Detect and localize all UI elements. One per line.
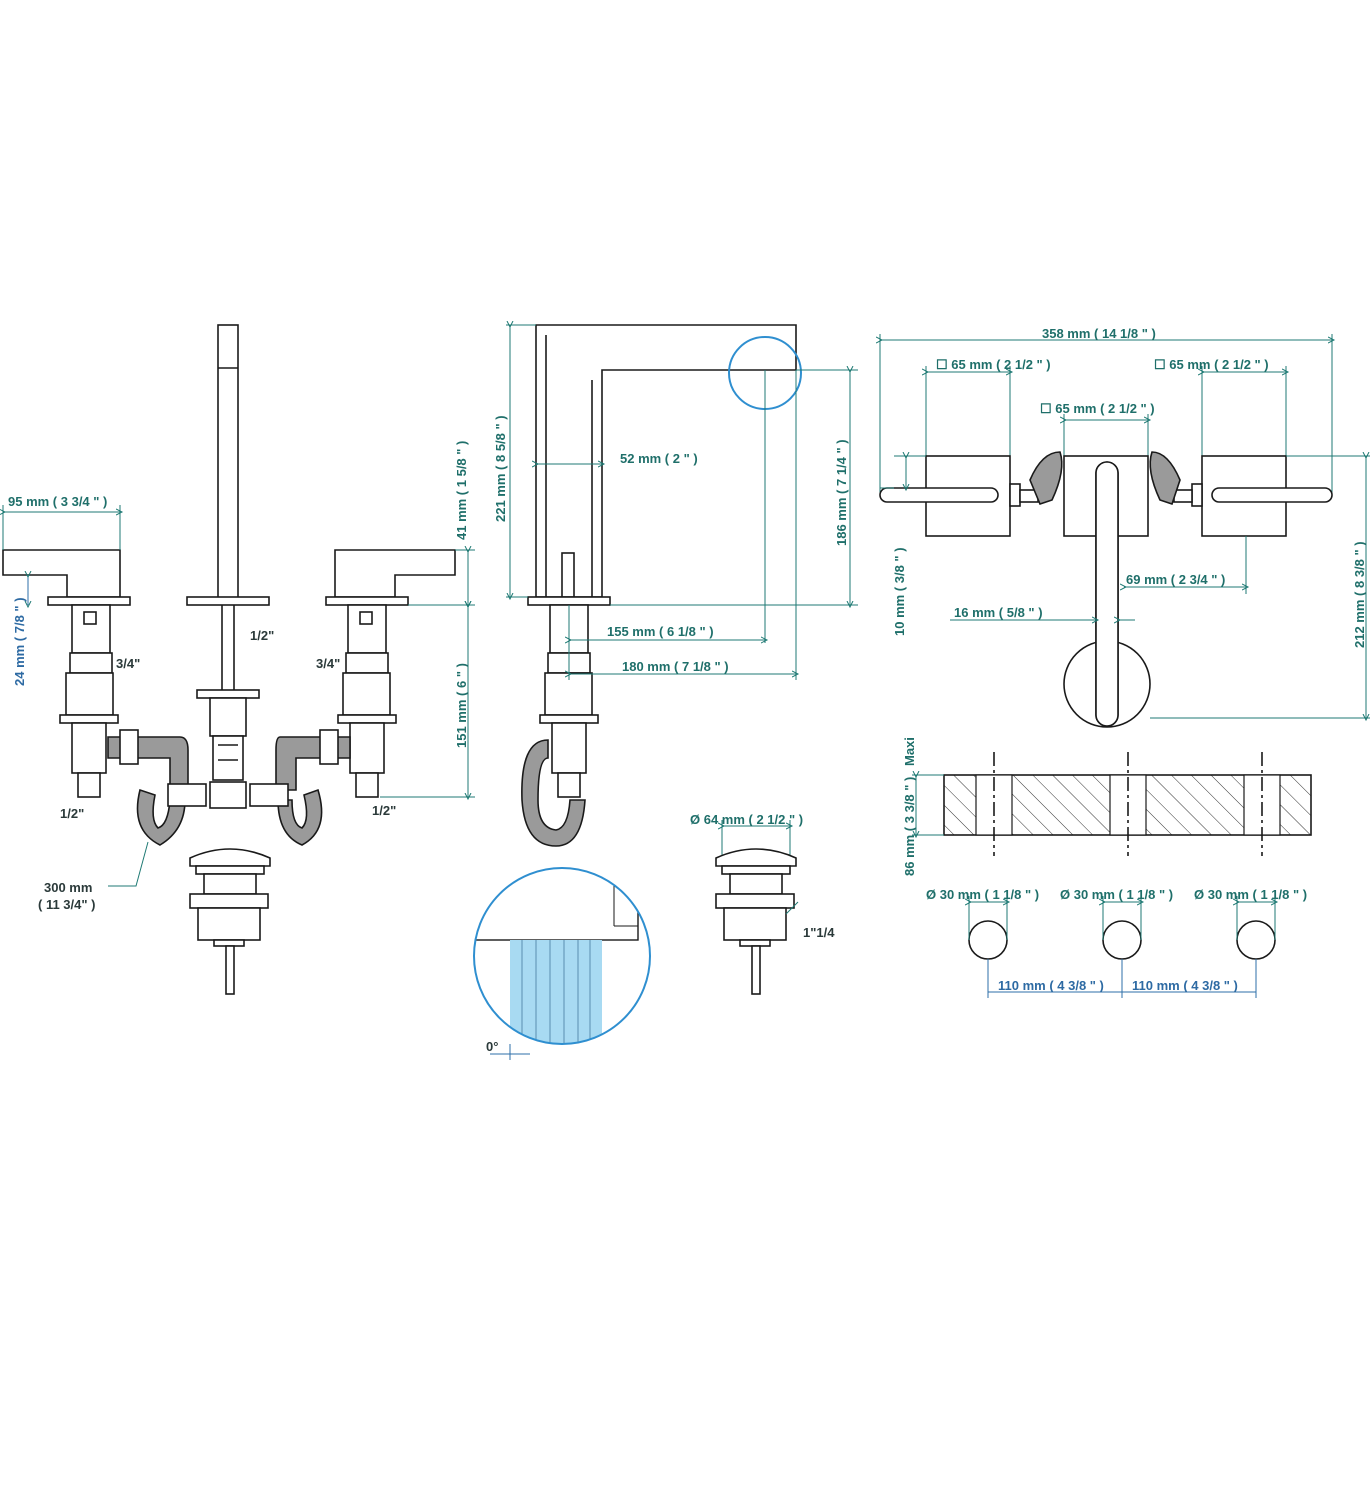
front-drain-cap xyxy=(189,848,271,867)
top-right-lever xyxy=(1211,487,1333,503)
deck-section: 86 mm ( 3 3/8 " ) Maxi xyxy=(902,737,1312,876)
drain-diameter-label: Ø 64 mm ( 2 1/2 " ) xyxy=(690,812,803,827)
side-view: 221 mm ( 8 5/8 " ) 52 mm ( 2 " ) 186 mm … xyxy=(473,325,858,1060)
deck-thickness-label: 86 mm ( 3 3/8 " ) xyxy=(902,777,917,876)
hole-right xyxy=(1236,920,1276,960)
top-total-width-label: 358 mm ( 14 1/8 " ) xyxy=(1042,326,1156,341)
top-square-right-label: ☐ 65 mm ( 2 1/2 " ) xyxy=(1154,357,1269,372)
drain-thread-label: 1"1/4 xyxy=(803,925,835,940)
front-spout-base xyxy=(186,596,270,606)
side-reach-180-label: 180 mm ( 7 1/8 " ) xyxy=(622,659,729,674)
front-conn-left-bottom-label: 1/2" xyxy=(60,806,84,821)
side-reach-155-label: 155 mm ( 6 1/8 " ) xyxy=(607,624,714,639)
deck-max-label: Maxi xyxy=(902,737,917,766)
hole-layout: Ø 30 mm ( 1 1/8 " ) Ø 30 mm ( 1 1/8 " ) … xyxy=(926,887,1307,998)
front-conn-right-bottom-label: 1/2" xyxy=(372,803,396,818)
angle-detail: 0° xyxy=(473,867,651,1060)
top-hose-right xyxy=(1149,451,1181,506)
hole-left xyxy=(968,920,1008,960)
top-view: 358 mm ( 14 1/8 " ) ☐ 65 mm ( 2 1/2 " ) … xyxy=(879,326,1370,728)
front-width-label: 95 mm ( 3 3/4 " ) xyxy=(8,494,107,509)
top-square-center-label: ☐ 65 mm ( 2 1/2 " ) xyxy=(1040,401,1155,416)
upper-height-label: 41 mm ( 1 5/8 " ) xyxy=(454,441,469,540)
top-height-10-label: 10 mm ( 3/8 " ) xyxy=(892,547,907,636)
lower-height-label: 151 mm ( 6 " ) xyxy=(454,663,469,748)
side-spout-height-label: 186 mm ( 7 1/4 " ) xyxy=(834,439,849,546)
top-depth-212-label: 212 mm ( 8 3/8 " ) xyxy=(1352,541,1367,648)
front-hose-length-in-label: ( 11 3/4" ) xyxy=(38,897,95,912)
hole-right-label: Ø 30 mm ( 1 1/8 " ) xyxy=(1194,887,1307,902)
front-right-handle xyxy=(334,549,456,598)
hole-center-label: Ø 30 mm ( 1 1/8 " ) xyxy=(1060,887,1173,902)
side-hose xyxy=(521,739,586,847)
front-view: 95 mm ( 3 3/4 " ) 24 mm ( 7/8 " ) 3/4" 3… xyxy=(2,324,475,995)
spacing-right-label: 110 mm ( 4 3/8 " ) xyxy=(1132,978,1238,993)
front-conn-center-label: 1/2" xyxy=(250,628,274,643)
hole-left-label: Ø 30 mm ( 1 1/8 " ) xyxy=(926,887,1039,902)
front-conn-right-top-label: 3/4" xyxy=(316,656,340,671)
top-offset-16-label: 16 mm ( 5/8 " ) xyxy=(954,605,1043,620)
front-handle-height-label: 24 mm ( 7/8 " ) xyxy=(12,597,27,686)
spacing-left-label: 110 mm ( 4 3/8 " ) xyxy=(998,978,1104,993)
front-left-handle xyxy=(2,549,121,598)
hole-center xyxy=(1102,920,1142,960)
front-conn-left-top-label: 3/4" xyxy=(116,656,140,671)
top-hose-left xyxy=(1029,451,1063,505)
top-left-lever xyxy=(879,487,999,503)
side-spout-width-label: 52 mm ( 2 " ) xyxy=(620,451,698,466)
angle-label: 0° xyxy=(486,1039,498,1054)
front-hose-right xyxy=(275,736,351,791)
top-square-left-label: ☐ 65 mm ( 2 1/2 " ) xyxy=(936,357,1051,372)
drain-view: Ø 64 mm ( 2 1/2 " ) 1"1/4 xyxy=(690,812,835,995)
front-hose-length-label: 300 mm xyxy=(44,880,92,895)
front-spout-column xyxy=(217,324,239,601)
side-total-height-label: 221 mm ( 8 5/8 " ) xyxy=(493,415,508,522)
top-offset-69-label: 69 mm ( 2 3/4 " ) xyxy=(1126,572,1225,587)
